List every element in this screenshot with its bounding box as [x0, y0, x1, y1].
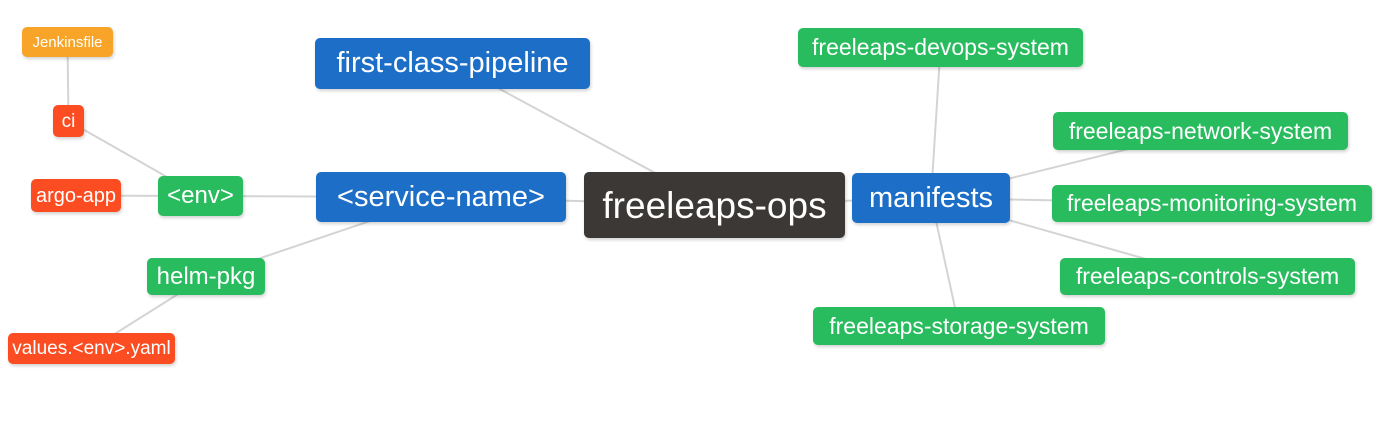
mindmap-node-values-env-yaml[interactable]: values.<env>.yaml — [8, 333, 175, 364]
mindmap-node-freeleaps-devops-system[interactable]: freeleaps-devops-system — [798, 28, 1083, 67]
mindmap-node-freeleaps-network-system[interactable]: freeleaps-network-system — [1053, 112, 1348, 150]
mindmap-node-freeleaps-monitoring-system[interactable]: freeleaps-monitoring-system — [1052, 185, 1372, 222]
mindmap-node-freeleaps-ops[interactable]: freeleaps-ops — [584, 172, 845, 238]
mindmap-node-service-name[interactable]: <service-name> — [316, 172, 566, 222]
mindmap-node-freeleaps-controls-system[interactable]: freeleaps-controls-system — [1060, 258, 1355, 295]
mindmap-node-jenkinsfile[interactable]: Jenkinsfile — [22, 27, 113, 57]
mindmap-node-manifests[interactable]: manifests — [852, 173, 1010, 223]
mindmap-node-freeleaps-storage-system[interactable]: freeleaps-storage-system — [813, 307, 1105, 345]
mindmap-node-helm-pkg[interactable]: helm-pkg — [147, 258, 265, 295]
mindmap-node-ci[interactable]: ci — [53, 105, 84, 137]
mindmap-node-argo-app[interactable]: argo-app — [31, 179, 121, 212]
mindmap-node-env[interactable]: <env> — [158, 176, 243, 216]
edge-manifests--freeleaps-devops-system — [930, 47, 942, 199]
mindmap-node-first-class-pipeline[interactable]: first-class-pipeline — [315, 38, 590, 89]
